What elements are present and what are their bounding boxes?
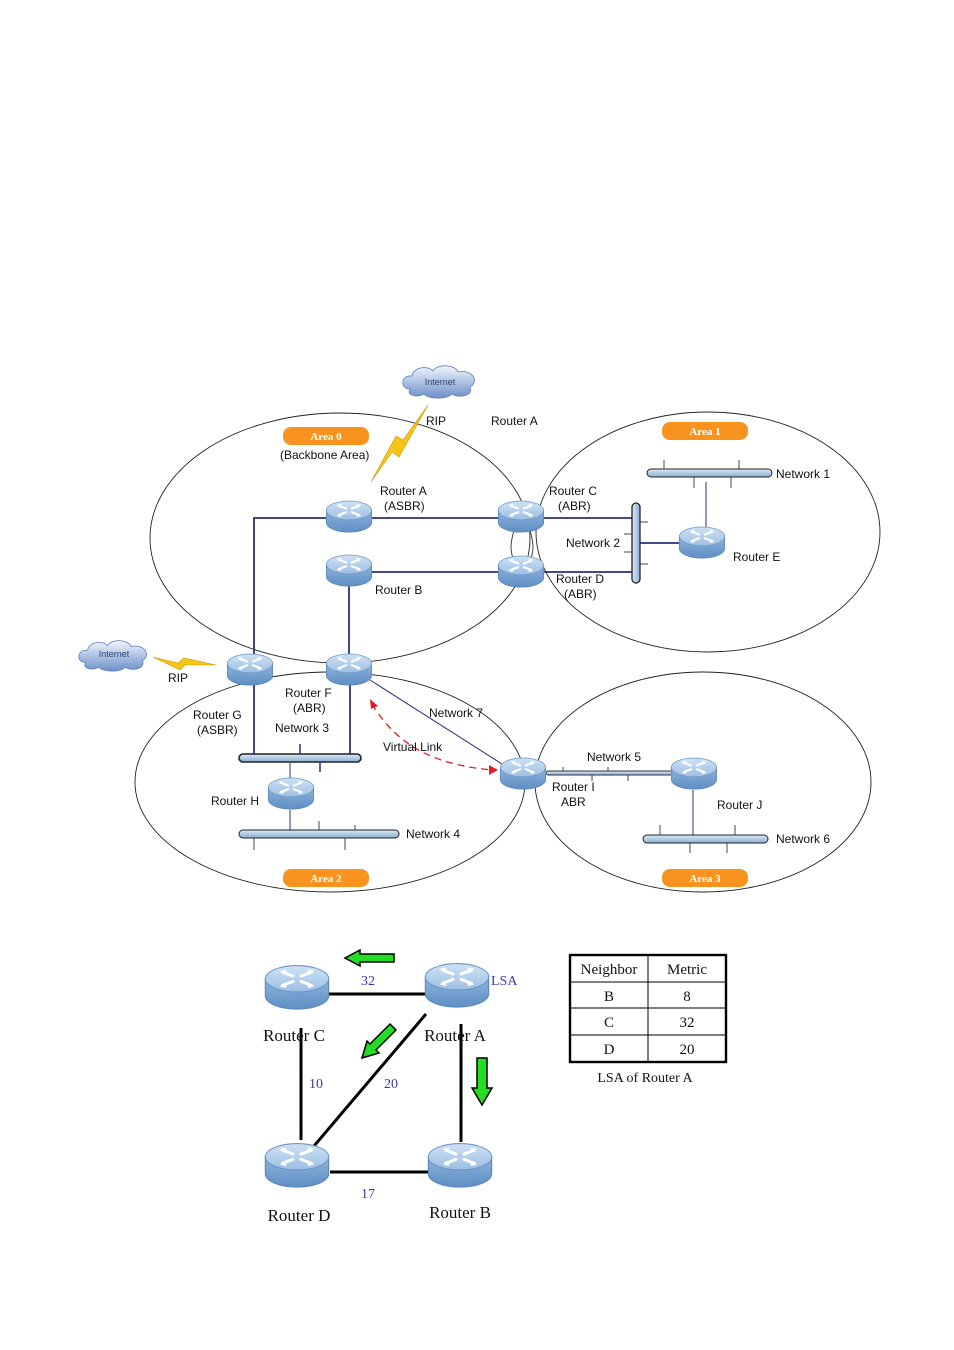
router-b-label: Router B — [375, 583, 422, 597]
network-7-link — [369, 679, 503, 765]
router-f-role: (ABR) — [293, 701, 326, 715]
internet-cloud-icon-2: Internet — [78, 640, 147, 672]
area-1-boundary — [535, 411, 881, 653]
table-row: C 32 — [604, 1015, 695, 1031]
area-1-badge: Area 1 — [662, 422, 748, 440]
router-i-role: ABR — [561, 795, 586, 809]
svg-text:Area 0: Area 0 — [310, 431, 342, 443]
metric-d-b: 17 — [361, 1187, 375, 1202]
lsa-links — [299, 992, 463, 1174]
router-a-label: Router A — [380, 484, 427, 498]
router-c-role: (ABR) — [558, 499, 591, 513]
lsa-router-d-icon — [264, 1142, 330, 1189]
table-header-metric: Metric — [667, 962, 707, 978]
router-b-icon — [325, 554, 373, 588]
network-3-label: Network 3 — [275, 721, 329, 735]
router-a-stray-label: Router A — [491, 414, 538, 428]
table-cell-metric: 8 — [683, 989, 691, 1005]
table-row: B 8 — [604, 989, 691, 1005]
backbone-links — [253, 517, 680, 754]
internet-label-2: Internet — [99, 649, 130, 659]
table-cell-neighbor: D — [604, 1042, 615, 1058]
svg-text:Area 1: Area 1 — [689, 426, 720, 438]
table-header-neighbor: Neighbor — [581, 962, 638, 978]
table-caption: LSA of Router A — [597, 1071, 693, 1086]
lsa-router-b-icon — [427, 1142, 493, 1189]
area-0-badge: Area 0 — [283, 427, 369, 445]
router-h-label: Router H — [211, 794, 259, 808]
virtual-link-label: Virtual Link — [383, 740, 443, 754]
lsa-router-a-label: Router A — [424, 1026, 487, 1045]
metric-a-c: 32 — [361, 974, 375, 989]
router-e-icon — [678, 526, 726, 560]
internet-label: Internet — [425, 377, 456, 387]
router-i-label: Router I — [552, 780, 595, 794]
lsa-router-c-label: Router C — [263, 1026, 325, 1045]
lsa-arrow-down-icon — [470, 1057, 494, 1107]
network-5-bar — [545, 767, 673, 781]
router-f-icon — [325, 653, 373, 687]
network-6-bar — [642, 825, 769, 853]
lsa-router-c-icon — [264, 964, 330, 1011]
rip-label: RIP — [426, 414, 446, 428]
router-g-label: Router G — [193, 708, 242, 722]
network-3-bar — [238, 744, 362, 772]
router-h-icon — [267, 777, 315, 811]
network-6-label: Network 6 — [776, 832, 830, 846]
router-i-icon — [499, 757, 547, 791]
table-row: D 20 — [604, 1042, 695, 1058]
ospf-areas-diagram: Internet Internet Area 0 Area 1 Area 2 A… — [78, 365, 881, 893]
rip-label-2: RIP — [168, 671, 188, 685]
router-g-role: (ASBR) — [197, 723, 238, 737]
network-1-bar — [646, 460, 773, 488]
lsa-label: LSA — [491, 974, 518, 989]
link-a-d — [312, 1013, 428, 1147]
router-d-label: Router D — [556, 572, 604, 586]
router-a-role: (ASBR) — [384, 499, 425, 513]
svg-text:Area 3: Area 3 — [689, 873, 721, 885]
router-c-label: Router C — [549, 484, 597, 498]
network-5-label: Network 5 — [587, 750, 641, 764]
router-d-icon — [497, 555, 545, 589]
network-2-bar — [624, 502, 648, 584]
lsa-router-a-icon — [424, 962, 490, 1009]
rip-lightning-icon-2 — [152, 656, 217, 671]
router-e-label: Router E — [733, 550, 780, 564]
virtual-link-arrow — [371, 703, 493, 771]
backbone-area-label: (Backbone Area) — [280, 448, 369, 462]
router-j-label: Router J — [717, 798, 762, 812]
network-4-label: Network 4 — [406, 827, 460, 841]
area-2-boundary — [134, 671, 526, 893]
network-1-label: Network 1 — [776, 467, 830, 481]
internet-cloud-icon: Internet — [402, 365, 475, 399]
lsa-table: Neighbor Metric B 8 C 32 D 20 LSA of Rou… — [568, 953, 728, 1086]
lsa-arrow-left-icon — [343, 948, 395, 968]
rip-lightning-icon — [370, 404, 429, 483]
router-d-role: (ABR) — [564, 587, 597, 601]
lsa-router-d-label: Router D — [268, 1206, 331, 1225]
network-2-label: Network 2 — [566, 536, 620, 550]
network-4-bar — [238, 821, 400, 850]
table-cell-neighbor: B — [604, 989, 614, 1005]
table-cell-metric: 32 — [680, 1015, 695, 1031]
area-3-badge: Area 3 — [662, 869, 748, 887]
lsa-arrow-diagonal-icon — [360, 1022, 398, 1060]
table-cell-neighbor: C — [604, 1015, 614, 1031]
svg-text:Area 2: Area 2 — [310, 873, 342, 885]
network-7-label: Network 7 — [429, 706, 483, 720]
lsa-diagram: 32 10 20 17 LSA Router C Router A Router… — [263, 948, 728, 1225]
router-c-icon — [497, 500, 545, 534]
router-f-label: Router F — [285, 686, 332, 700]
router-j-icon — [670, 757, 718, 791]
lsa-router-b-label: Router B — [429, 1203, 491, 1222]
table-cell-metric: 20 — [680, 1042, 695, 1058]
area-2-badge: Area 2 — [283, 869, 369, 887]
metric-c-d: 10 — [309, 1077, 323, 1092]
router-g-icon — [226, 653, 274, 687]
metric-a-d: 20 — [384, 1077, 398, 1092]
router-a-icon — [325, 500, 373, 534]
